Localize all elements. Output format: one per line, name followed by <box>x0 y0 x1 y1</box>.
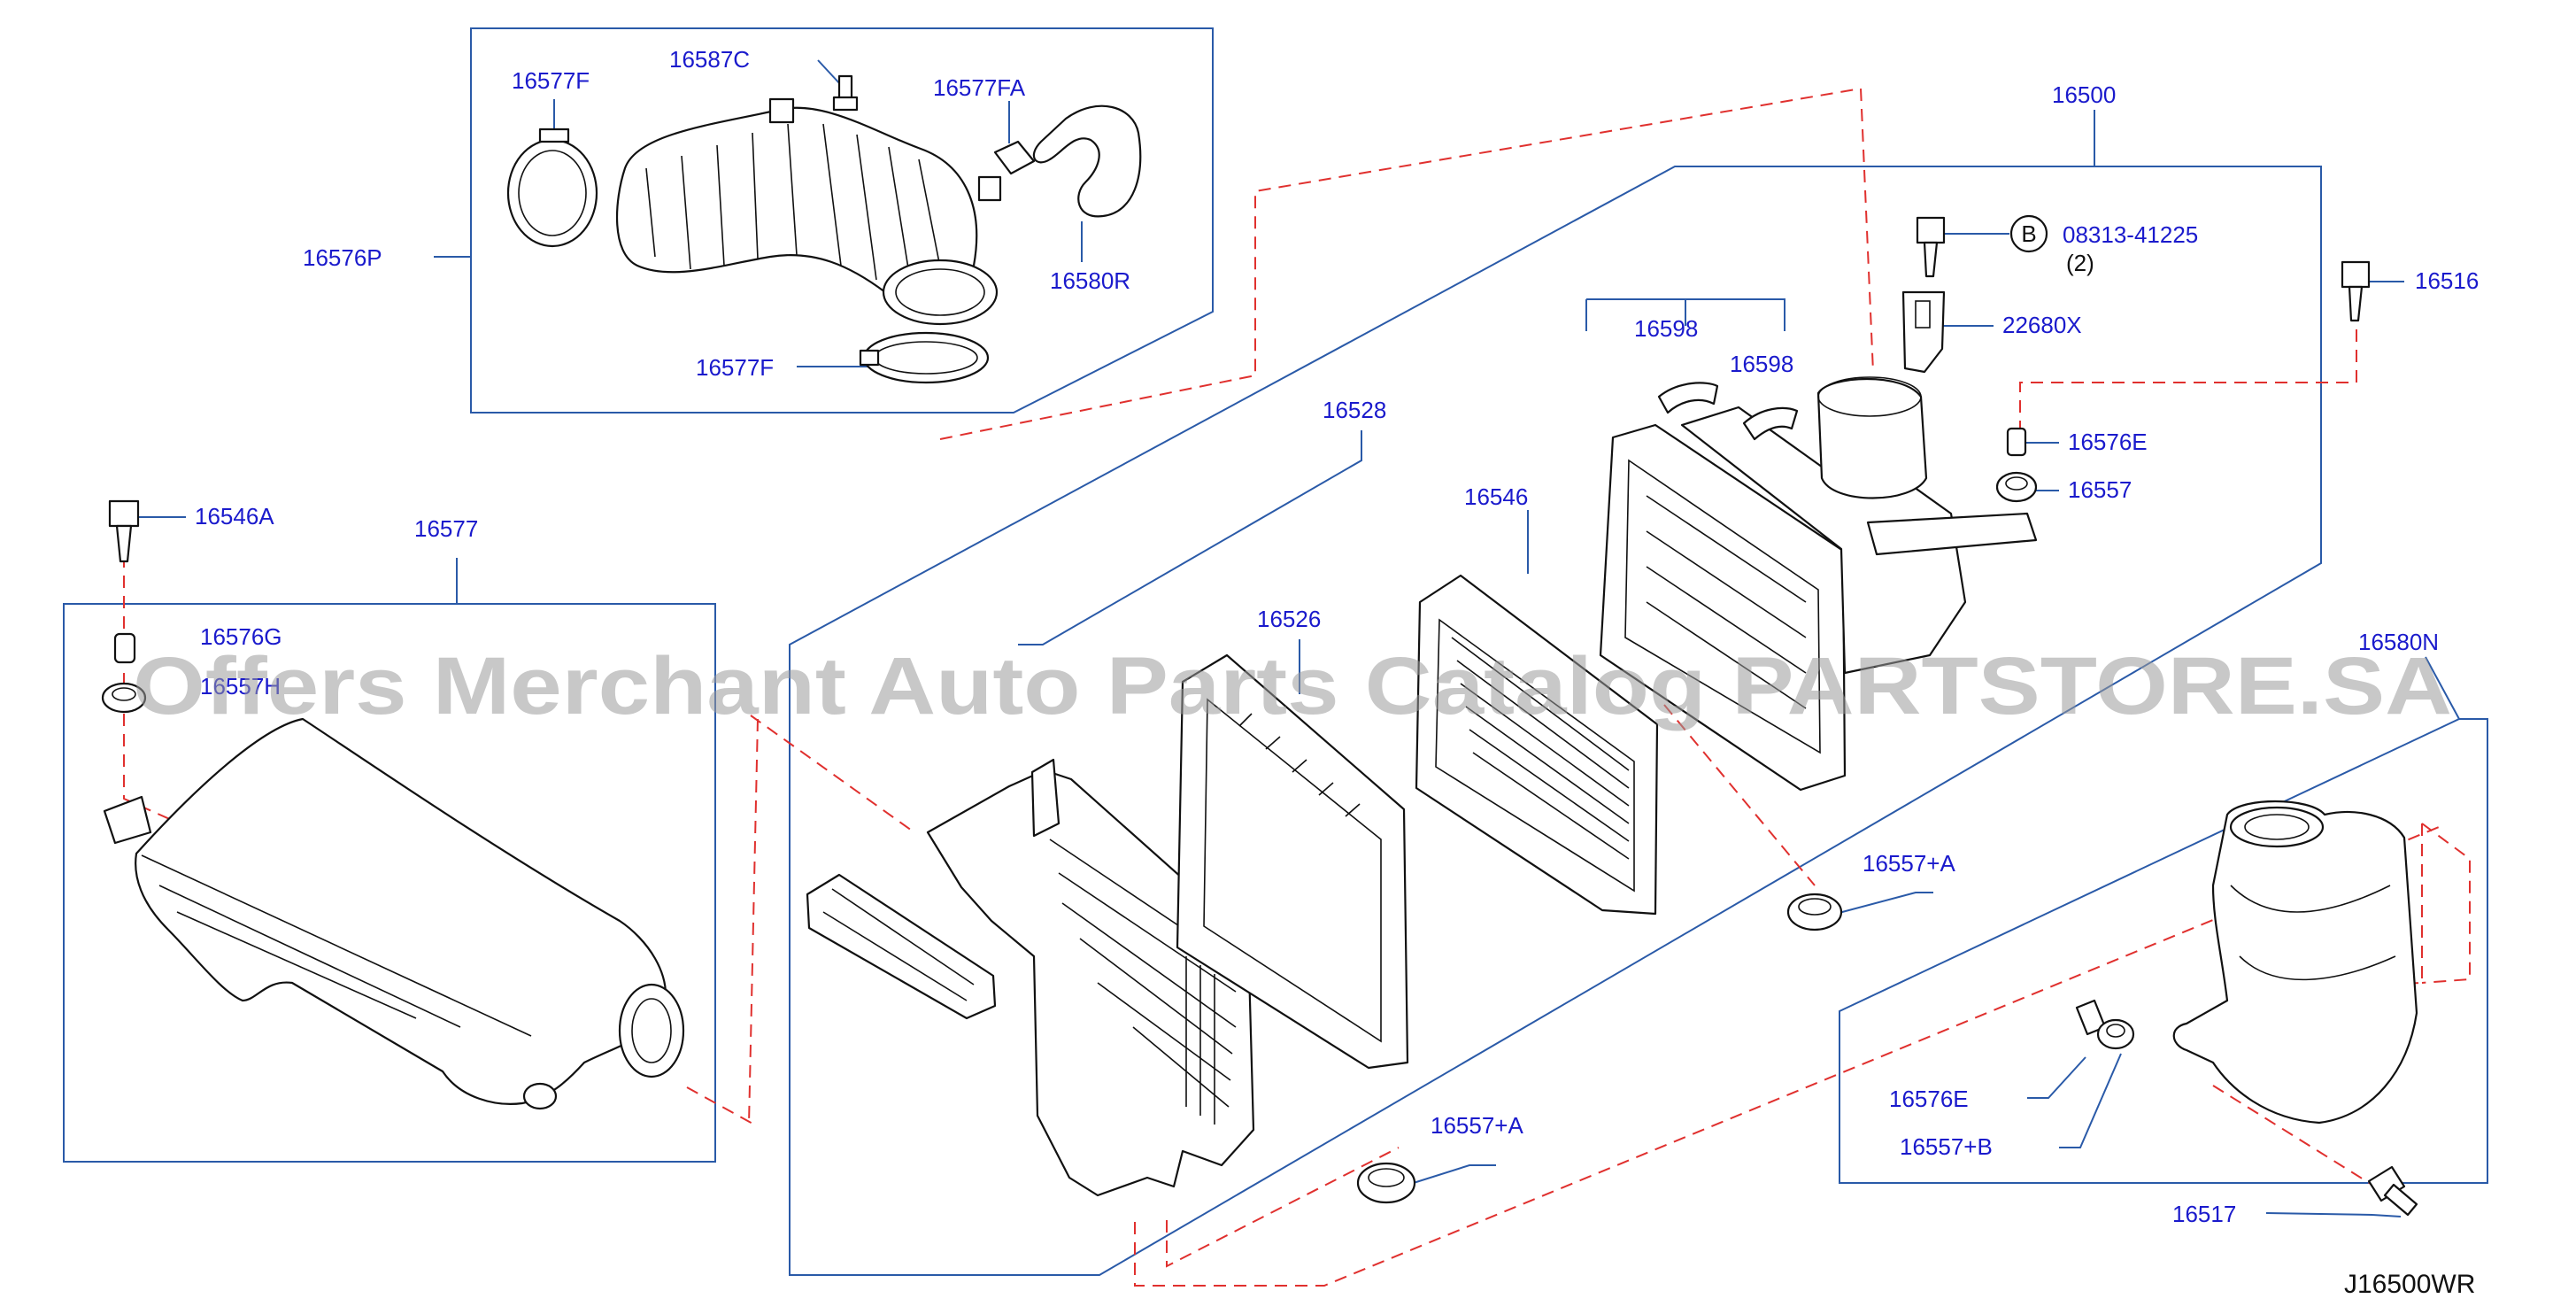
clamp-16577FA <box>993 140 1036 175</box>
clamp-16577F-bottom <box>859 331 990 384</box>
hose-16580R <box>1032 104 1142 218</box>
callout-b-circle <box>2009 214 2048 253</box>
grommet-16557B <box>2096 1018 2135 1050</box>
box-16500-group <box>789 166 2322 1276</box>
label-16557A-mid[interactable]: 16557+A <box>1863 850 1955 877</box>
dash-16516-bolt <box>2019 329 2357 429</box>
bolt-16546A <box>108 499 140 563</box>
label-16500[interactable]: 16500 <box>2052 81 2116 108</box>
filter-element-16546 <box>1415 574 1659 916</box>
label-16580R[interactable]: 16580R <box>1050 267 1130 294</box>
label-16577F-bottom[interactable]: 16577F <box>696 354 774 381</box>
collar-16576E-top <box>2006 427 2027 457</box>
label-16577FA[interactable]: 16577FA <box>933 74 1026 101</box>
label-08313-41225[interactable]: 08313-41225 <box>2063 221 2198 248</box>
label-16576G[interactable]: 16576G <box>200 623 282 650</box>
label-16526[interactable]: 16526 <box>1257 606 1321 632</box>
leader-16557B <box>2059 1053 2122 1148</box>
box-16577-group <box>63 603 716 1163</box>
label-16546[interactable]: 16546 <box>1464 483 1528 510</box>
label-16546A[interactable]: 16546A <box>195 503 274 529</box>
sensor-22680X <box>1901 290 1946 374</box>
label-16598-a[interactable]: 16598 <box>1634 315 1698 342</box>
label-16587C[interactable]: 16587C <box>669 46 750 73</box>
clip-16587C <box>832 74 859 112</box>
dash-hose-to-box <box>939 87 1874 440</box>
grommet-16557H <box>101 682 147 714</box>
leader-16580N <box>2425 656 2460 720</box>
label-16576E-low[interactable]: 16576E <box>1889 1086 1969 1112</box>
leader-16587C <box>817 59 842 86</box>
bolt-08313 <box>1916 216 1946 278</box>
leader-16557A-mid <box>1828 892 1933 916</box>
grommet-16557A-low <box>1356 1162 1416 1204</box>
label-16516[interactable]: 16516 <box>2415 267 2479 294</box>
callout-b-letter: B <box>2021 220 2036 247</box>
bolt-16517 <box>2367 1165 2418 1217</box>
bolt-16516 <box>2341 260 2371 322</box>
leader-16557A-low <box>1401 1164 1496 1187</box>
leader-16598 <box>1585 298 1785 331</box>
resonator-16580N <box>2172 800 2418 1125</box>
grommet-16557 <box>1995 471 2038 503</box>
air-cleaner-upper-case <box>1599 376 2038 792</box>
label-08313-qty: (2) <box>2066 250 2094 276</box>
label-16598-b[interactable]: 16598 <box>1730 351 1793 377</box>
watermark-text: Offers Merchant Auto Parts Catalog PARTS… <box>133 641 2452 731</box>
element-frame-16526 <box>1176 653 1409 1070</box>
label-16557H[interactable]: 16557H <box>200 673 281 700</box>
air-duct-hose <box>615 97 1002 326</box>
label-16528[interactable]: 16528 <box>1323 397 1386 423</box>
label-16557B[interactable]: 16557+B <box>1900 1133 1993 1160</box>
label-22680X[interactable]: 22680X <box>2002 312 2082 338</box>
clip-16598-right <box>1742 406 1799 441</box>
dash-lower-loop-2 <box>1166 1147 1400 1268</box>
leader-16576E-low <box>2027 1056 2086 1099</box>
label-16576P[interactable]: 16576P <box>303 244 382 271</box>
dash-lower-loop <box>1134 824 2444 1287</box>
leader-16528 <box>1018 430 1362 645</box>
inlet-duct-16577 <box>103 717 685 1110</box>
grommet-16557A-mid <box>1786 893 1843 931</box>
label-16580N[interactable]: 16580N <box>2358 629 2439 655</box>
box-16576P-group <box>470 27 1214 414</box>
diagram-reference: J16500WR <box>2344 1270 2475 1299</box>
box-16580N-group <box>1839 718 2488 1184</box>
collar-16576G <box>113 632 136 664</box>
label-16576E-top[interactable]: 16576E <box>2068 429 2148 455</box>
leader-16517 <box>2265 1212 2402 1217</box>
label-16557A-low[interactable]: 16557+A <box>1431 1112 1523 1139</box>
dash-left-link <box>686 715 913 1125</box>
label-16557[interactable]: 16557 <box>2068 476 2132 503</box>
clamp-16577F-top <box>506 128 598 248</box>
air-cleaner-lower-case <box>806 758 1255 1197</box>
label-16577F-top[interactable]: 16577F <box>512 67 590 94</box>
clip-16598-left <box>1657 382 1719 414</box>
label-16517[interactable]: 16517 <box>2172 1201 2236 1227</box>
label-16577[interactable]: 16577 <box>414 515 478 542</box>
